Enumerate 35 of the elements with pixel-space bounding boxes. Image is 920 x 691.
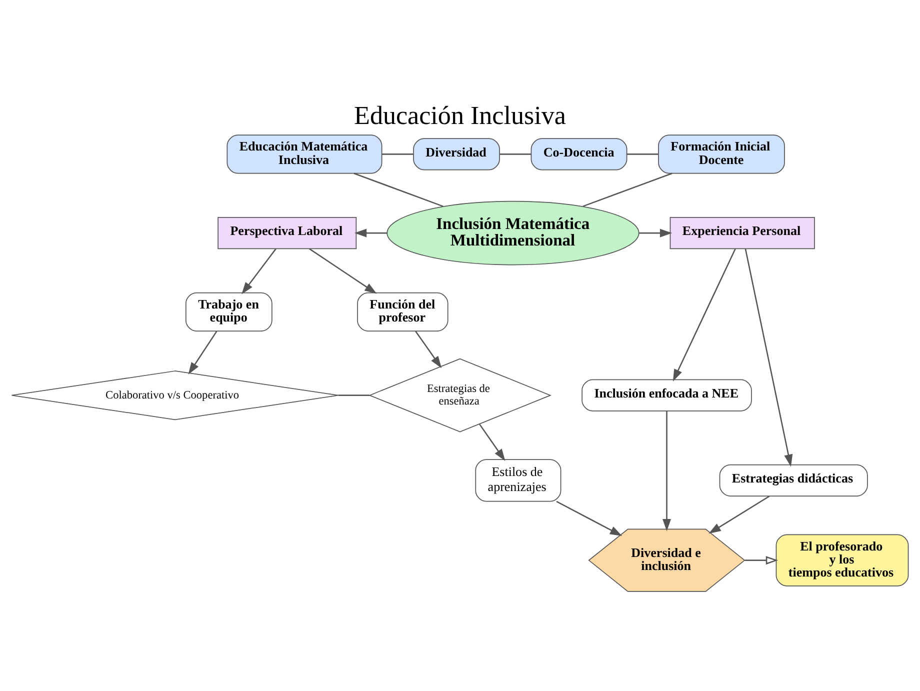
connector xyxy=(354,172,444,207)
connector xyxy=(500,154,532,155)
node-diamond: Estrategias de enseñaza xyxy=(368,358,552,432)
node-box: Estilos de aprenizajes xyxy=(475,459,562,502)
arrow xyxy=(708,496,770,534)
arrow xyxy=(639,228,672,238)
arrow xyxy=(309,248,377,294)
connector xyxy=(626,154,658,155)
node-box: Estrategias didácticas xyxy=(719,464,868,497)
node-box: Función del profesor xyxy=(357,292,448,332)
node-box: Co-Docencia xyxy=(530,138,628,170)
arrow xyxy=(662,410,672,532)
diagram-title: Educación Inclusiva xyxy=(354,100,566,130)
node-ellipse: Inclusión Matemática Multidimensional xyxy=(386,200,640,266)
arrow xyxy=(188,330,218,374)
node-box: Perspectiva Laboral xyxy=(218,217,357,250)
arrow xyxy=(672,248,736,382)
node-box: Trabajo en equipo xyxy=(185,292,272,332)
arrow xyxy=(744,248,793,467)
node-box: Educación Matemática Inclusiva xyxy=(226,134,382,174)
connector xyxy=(338,394,370,396)
connector xyxy=(382,154,414,155)
arrow xyxy=(354,228,387,238)
node-box: Inclusión enfocada a NEE xyxy=(582,379,752,412)
node-box: El profesorado y los tiempos educativos xyxy=(776,534,909,586)
node-box: Experiencia Personal xyxy=(670,217,815,250)
node-diamond: Colaborativo v/s Cooperativo xyxy=(11,370,339,420)
arrow xyxy=(744,556,778,565)
arrow xyxy=(242,248,276,294)
arrow xyxy=(479,424,506,462)
arrow xyxy=(415,330,442,368)
node-box: Formación Inicial Docente xyxy=(658,134,785,174)
arrow xyxy=(556,500,622,536)
node-box: Diversidad xyxy=(413,138,500,170)
connector xyxy=(582,172,672,207)
